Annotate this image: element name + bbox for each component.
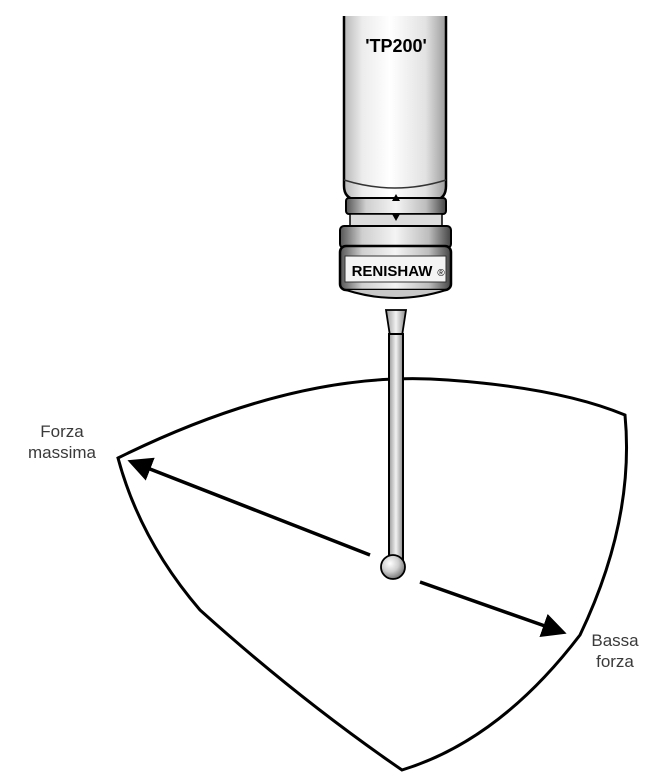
stylus-ball <box>380 554 406 580</box>
brand-label: RENISHAW <box>352 263 434 280</box>
force-envelope-outline <box>116 377 628 772</box>
stylus-module <box>338 225 453 299</box>
probe-neck <box>345 197 447 227</box>
stylus-stem <box>384 309 408 561</box>
registered-mark: ® <box>437 268 445 279</box>
max-force-arrow <box>127 457 371 557</box>
low-force-label: Bassa forza <box>578 630 652 672</box>
low-force-arrow <box>419 580 567 638</box>
probe-model-label: 'TP200' <box>365 36 427 56</box>
max-force-label-line1: Forza <box>40 422 84 441</box>
low-force-label-line2: forza <box>596 652 634 671</box>
max-force-label: Forza massima <box>16 421 108 463</box>
max-force-label-line2: massima <box>27 443 96 462</box>
low-force-label-line1: Bassa <box>591 631 639 650</box>
up-down-arrow-icon <box>392 194 400 221</box>
